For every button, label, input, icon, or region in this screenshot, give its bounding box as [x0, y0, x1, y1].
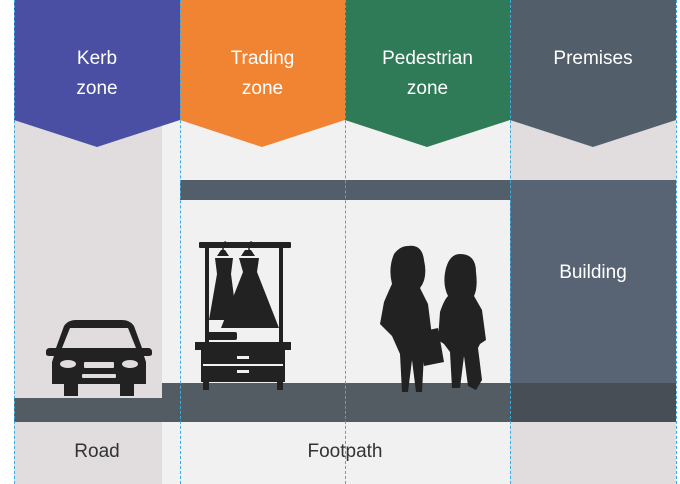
guide-line-left-edge — [14, 0, 15, 484]
zone-banners — [14, 0, 676, 147]
guide-line-pedestrian-premises — [510, 0, 511, 484]
building-base — [510, 383, 676, 422]
guide-line-trading-pedestrian — [345, 0, 346, 484]
footpath-label: Footpath — [307, 441, 383, 462]
pedestrian-zone-label: Pedestrian zone — [382, 48, 473, 99]
guide-line-kerb-trading — [180, 0, 181, 484]
kerb-zone-banner — [14, 0, 180, 147]
road-label: Road — [74, 441, 120, 462]
kerb-step — [162, 383, 510, 399]
pedestrian-zone-banner — [345, 0, 510, 147]
premises-zone-banner — [510, 0, 676, 147]
shoppers-icon — [380, 245, 486, 392]
building-block — [510, 180, 676, 384]
premises-zone-label: Premises — [553, 48, 633, 69]
trading-zone-banner — [180, 0, 345, 147]
clothes-rack-icon — [195, 241, 291, 390]
trading-zone-label: Trading zone — [230, 48, 295, 99]
building-label: Building — [559, 262, 627, 283]
kerb-zone-label: Kerb zone — [76, 48, 118, 99]
ground-strip — [14, 398, 510, 422]
guide-line-right-edge — [676, 0, 677, 484]
car-icon — [46, 320, 152, 396]
